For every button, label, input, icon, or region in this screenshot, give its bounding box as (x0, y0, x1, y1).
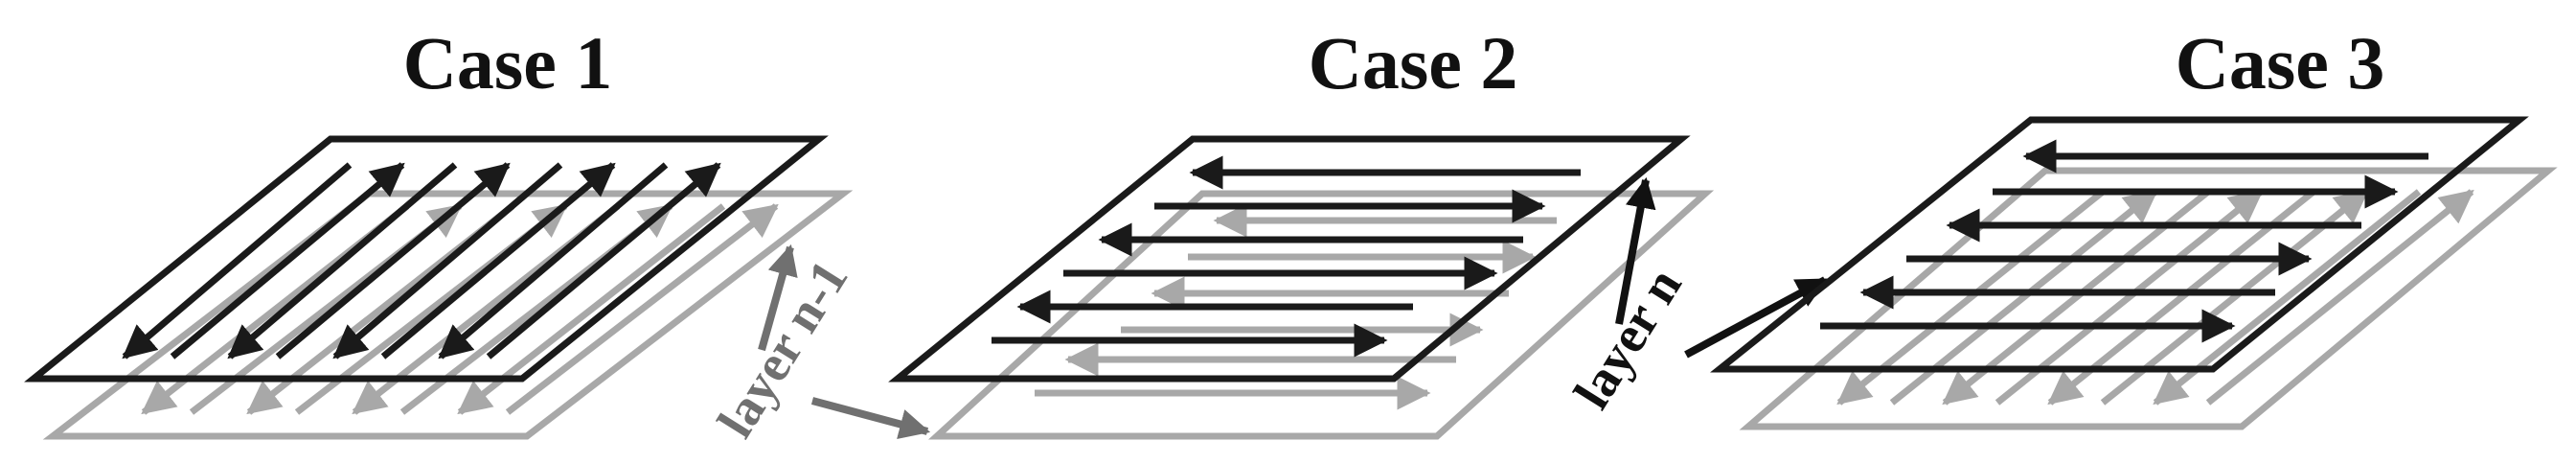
case-2-title: Case 2 (1309, 21, 1518, 104)
case-3-lower-plate (1739, 167, 2558, 430)
layer-n-pointer-up (1615, 176, 1656, 325)
case-3-layer-n (1710, 116, 2529, 373)
case-3-diagram (1710, 116, 2558, 430)
case-3-layer-n-1 (1739, 167, 2558, 430)
case-1-upper-plate (24, 135, 829, 383)
case-3-title: Case 3 (2176, 21, 2385, 104)
case-1-upper-vector (122, 162, 353, 360)
case-1-lower-vector (505, 203, 779, 415)
case-2-diagram (888, 135, 1715, 440)
case-2-lower-scan-vectors (1035, 203, 1557, 410)
case-1-upper-vector (380, 162, 616, 360)
case-1-upper-vector (275, 162, 511, 360)
case-1-upper-vector (227, 162, 458, 360)
case-1-lower-plate (42, 190, 854, 440)
case-1-layer-n (24, 135, 829, 383)
case-1-upper-vector (438, 162, 669, 360)
case-1-upper-scan-vectors (122, 162, 721, 360)
case-3-upper-scan-vectors (1820, 139, 2428, 343)
case-1-upper-vector (332, 162, 563, 360)
layer-n-annotation: layer n (1562, 176, 1828, 418)
case-2-upper-plate (888, 135, 1691, 383)
case-1-upper-vector (486, 162, 721, 360)
case-1-title: Case 1 (403, 21, 613, 104)
case-1-diagram (24, 135, 854, 440)
layer-n-pointer-right (1684, 276, 1828, 359)
case-3-upper-plate (1710, 116, 2529, 373)
case-1-upper-vector (170, 162, 405, 360)
case-2-upper-scan-vectors (992, 155, 1581, 358)
case-2-layer-n (888, 135, 1691, 383)
case-3-lower-vector (2205, 189, 2474, 406)
layer-n-1-pointer-right (810, 397, 931, 440)
layer-n-1-pointer-up (758, 244, 798, 352)
